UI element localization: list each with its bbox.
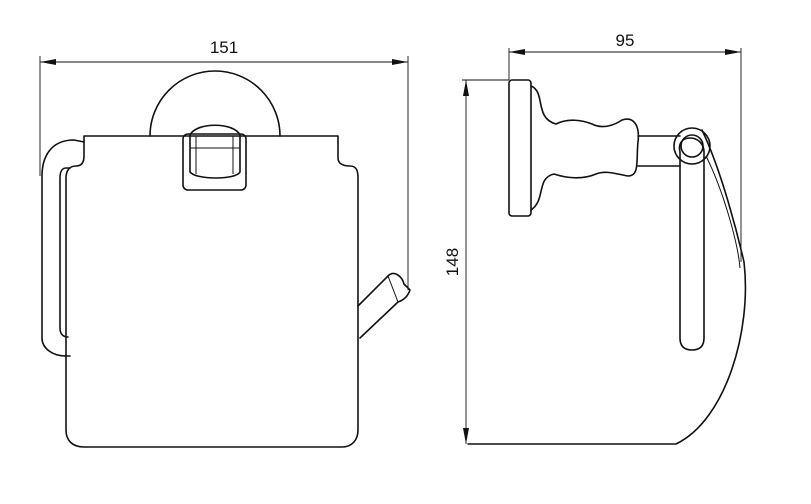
lever-edge [387, 275, 399, 303]
support-arm [637, 135, 681, 167]
roll-bar-end-outer [673, 127, 711, 165]
dim-height-label: 148 [443, 248, 462, 276]
side-view: 95 148 [443, 31, 747, 445]
dim-151-arrow-right [392, 59, 408, 65]
roll-bar [678, 137, 705, 351]
decorative-neck [530, 85, 640, 211]
dim-width-label: 151 [210, 38, 238, 57]
cover-profile [467, 129, 747, 445]
holder-arm-left [41, 139, 85, 357]
cover-plate [65, 135, 359, 448]
wall-rosette [149, 70, 281, 137]
dim-95-arrow-right [725, 49, 741, 55]
front-view: 151 [39, 38, 411, 448]
holder-arm-left-inner [59, 167, 71, 338]
dim-148-arrow-top [463, 80, 469, 96]
cover-profile-inner [705, 155, 741, 269]
hinge-block-outer [182, 133, 247, 191]
dim-95-arrow-left [509, 49, 525, 55]
wall-plate [508, 79, 532, 217]
dim-depth-label: 95 [616, 31, 635, 50]
hinge-block-inner [189, 124, 241, 179]
dim-151-arrow-left [40, 59, 56, 65]
roll-bar-end-inner [680, 134, 704, 158]
dim-148-arrow-bottom [463, 428, 469, 444]
lever [357, 272, 411, 339]
